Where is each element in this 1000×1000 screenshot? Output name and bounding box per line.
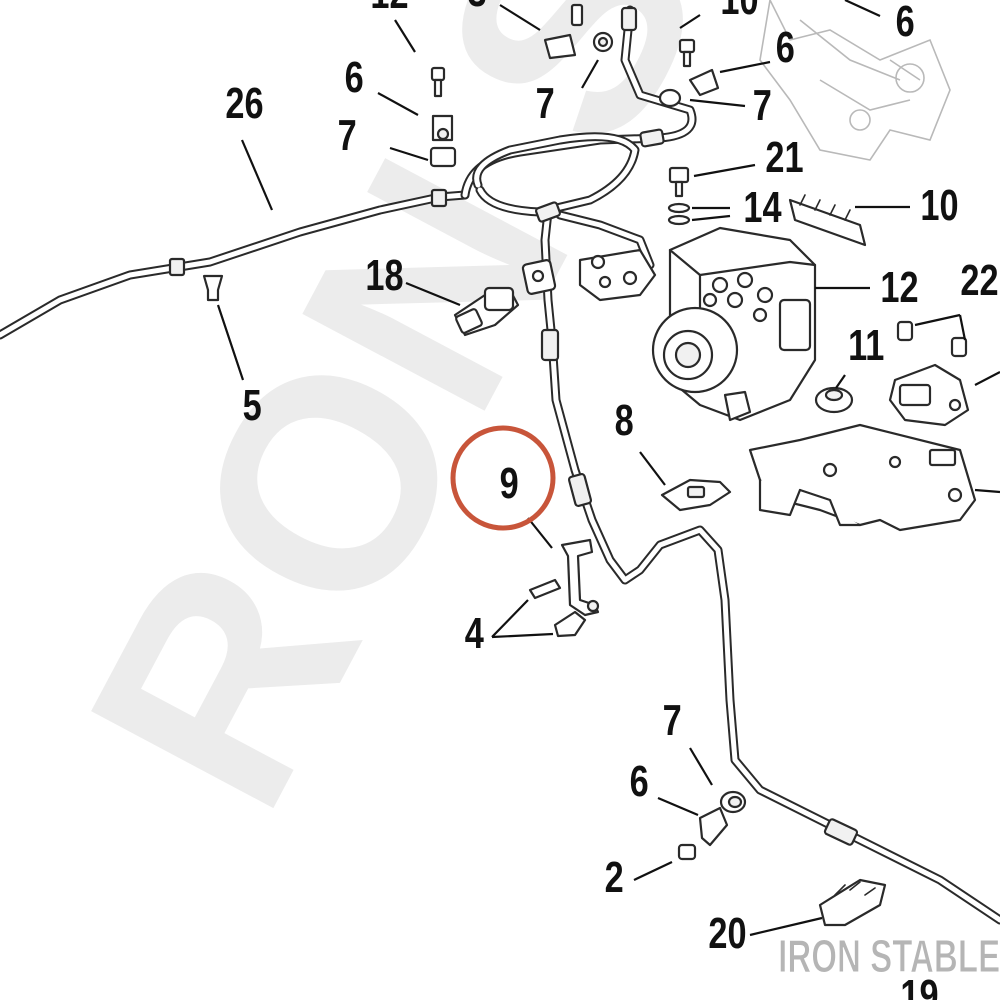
mount-bracket-icon xyxy=(660,478,732,512)
callout-8: 8 xyxy=(615,396,634,445)
callout-2: 2 xyxy=(605,853,624,902)
callout-11: 11 xyxy=(848,321,884,370)
callout-22: 22 xyxy=(960,256,998,305)
grommet-icon xyxy=(814,386,854,414)
leader-lines xyxy=(216,0,1000,937)
sensor-icon xyxy=(888,320,970,427)
callout-12: 12 xyxy=(880,263,918,312)
callout-26: 26 xyxy=(225,79,263,128)
callout-19: 19 xyxy=(900,971,938,1000)
junction-block-icon xyxy=(578,248,657,302)
callout-12-top: 12 xyxy=(370,0,408,18)
abs-module-icon xyxy=(651,226,817,422)
brand-watermark: IRON STABLE xyxy=(778,932,1000,982)
brake-lines xyxy=(0,5,1000,925)
lower-clip-icon xyxy=(677,790,887,927)
line-clip-icon xyxy=(429,3,720,168)
callout-6-left: 6 xyxy=(345,53,364,102)
callout-10: 10 xyxy=(920,181,958,230)
callout-7-lower: 7 xyxy=(663,696,682,745)
callout-7-center: 7 xyxy=(536,79,555,128)
push-clip-icon xyxy=(202,274,224,302)
callout-7-right: 7 xyxy=(753,81,772,130)
callout-14: 14 xyxy=(743,183,781,232)
callout-3-top: 3 xyxy=(468,0,487,16)
callout-18: 18 xyxy=(365,251,403,300)
callout-20: 20 xyxy=(708,909,746,958)
pressure-sensor-icon xyxy=(453,286,520,337)
speed-sensor-bracket-icon xyxy=(528,538,600,638)
callout-5: 5 xyxy=(243,381,262,430)
abs-bracket-icon xyxy=(748,423,977,532)
callout-9: 9 xyxy=(500,459,519,508)
frame-ghost-outline xyxy=(759,0,951,161)
callout-6-top-right: 6 xyxy=(896,0,915,46)
callout-6-lower: 6 xyxy=(630,757,649,806)
clip-bracket-icon xyxy=(788,194,867,247)
callout-10-top: 10 xyxy=(720,0,758,24)
tee-fitting-icon xyxy=(521,259,557,295)
callout-labels: 12 3 10 6 6 26 6 7 7 7 21 14 10 18 12 22… xyxy=(225,0,998,1000)
callout-4: 4 xyxy=(465,609,484,658)
callout-7-left: 7 xyxy=(338,111,357,160)
callout-6-upper: 6 xyxy=(776,23,795,72)
bolt-icon xyxy=(667,166,691,226)
highlight-circle xyxy=(450,425,556,531)
callout-21: 21 xyxy=(765,133,803,182)
